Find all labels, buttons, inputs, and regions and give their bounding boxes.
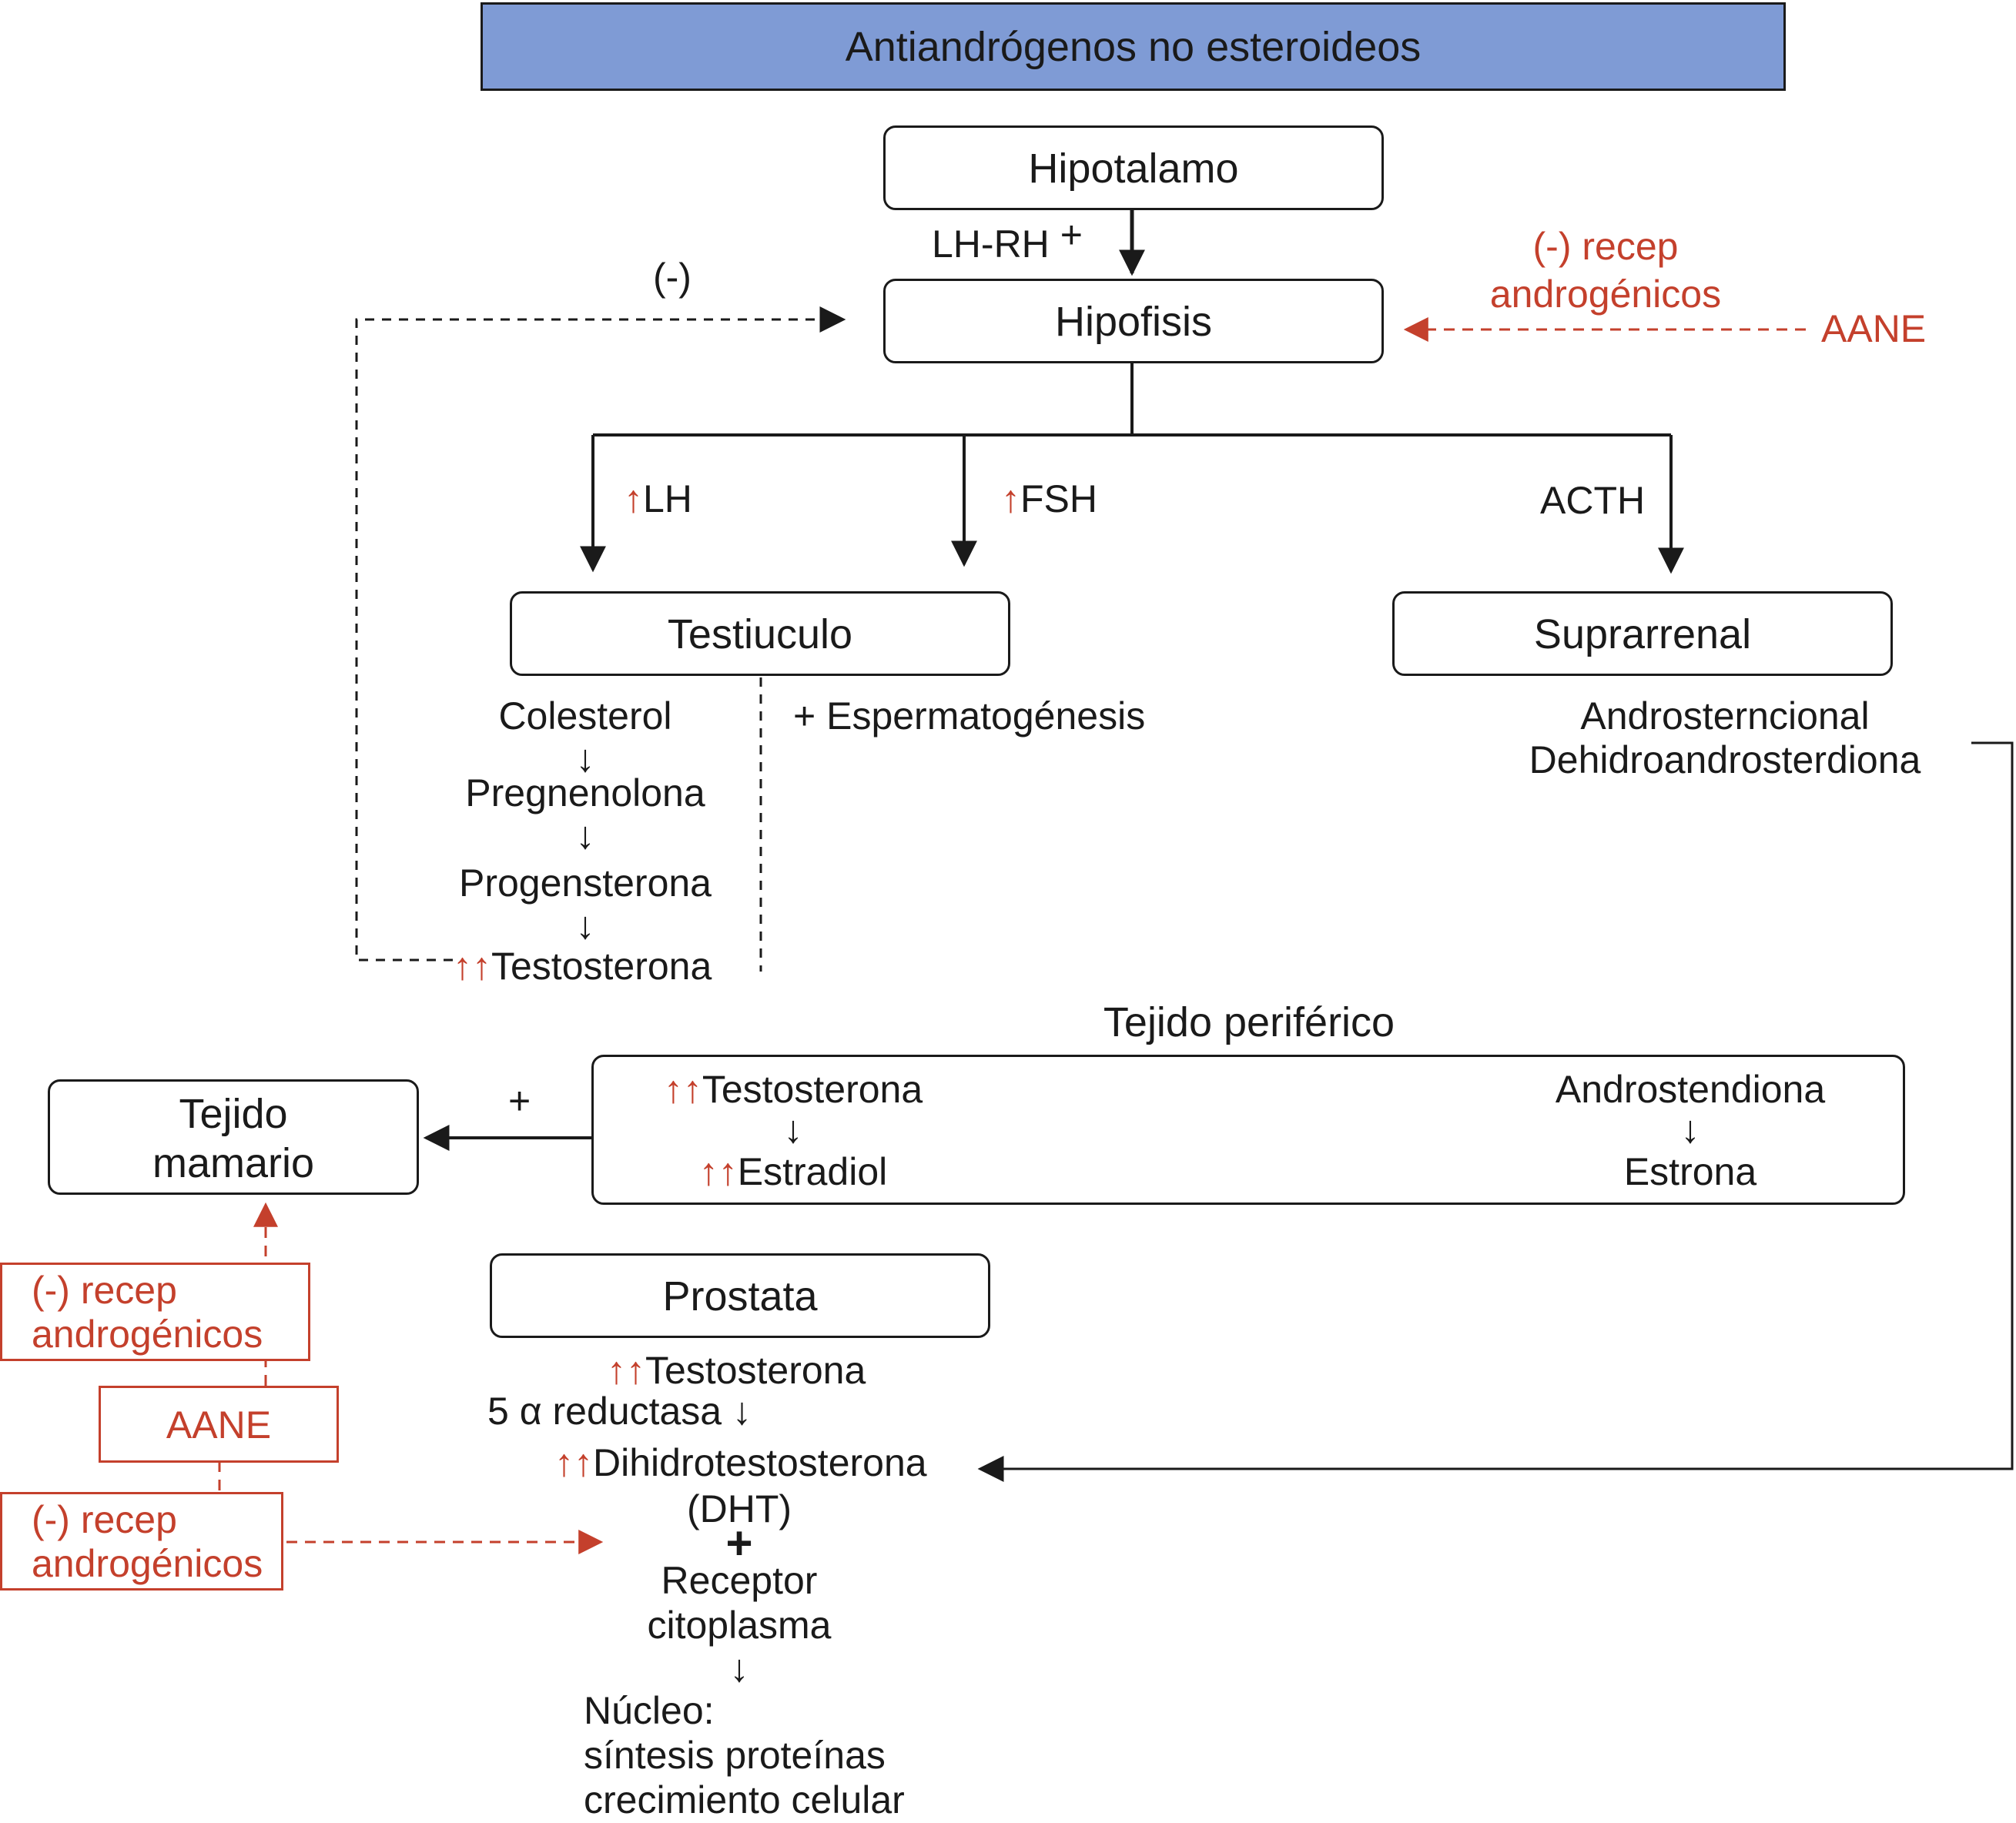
prostata-receptor-line2: citoplasma <box>647 1604 832 1647</box>
fsh-up-arrow: ↑ <box>1001 477 1020 520</box>
periferico-arrow-right: ↓ <box>1680 1108 1700 1151</box>
hipofisis-box: Hipofisis <box>883 279 1384 363</box>
tejido-mamario-line2: mamario <box>152 1140 315 1186</box>
hipotalamo-box: Hipotalamo <box>883 125 1384 210</box>
recep-box-1-line2: androgénicos <box>32 1313 263 1356</box>
suprarrenal-label: Suprarrenal <box>1533 611 1752 657</box>
double-up-arrow: ↑↑ <box>453 945 491 988</box>
double-up-arrow: ↑↑ <box>607 1349 645 1392</box>
lh-label: ↑LH <box>624 477 692 520</box>
double-up-arrow: ↑↑ <box>663 1068 702 1111</box>
chain-testosterona: ↑↑Testosterona <box>453 945 712 988</box>
periferico-right-bottom: Estrona <box>1623 1150 1757 1193</box>
suprarrenal-box: Suprarrenal <box>1392 591 1893 676</box>
recep-box-2-line1: (-) recep <box>32 1498 177 1541</box>
lhrh-label: LH-RH + <box>932 213 1083 266</box>
tejido-mamario-line1: Tejido <box>179 1091 288 1137</box>
hipofisis-label: Hipofisis <box>1054 299 1213 345</box>
periferico-left-top: ↑↑Testosterona <box>663 1068 923 1111</box>
prostata-arrow-2: ↓ <box>729 1647 749 1690</box>
recep-box-2: (-) recep androgénicos <box>0 1492 283 1591</box>
prostata-label: Prostata <box>662 1273 818 1320</box>
recep-box-2-line2: androgénicos <box>32 1542 263 1585</box>
lh-up-arrow: ↑ <box>624 477 643 520</box>
prostata-dht-abbr: (DHT) <box>686 1487 792 1530</box>
recep-top-line1: (-) recep <box>1532 225 1679 268</box>
prostata-receptor-line1: Receptor <box>661 1559 818 1602</box>
periferico-arrow-left: ↓ <box>783 1108 803 1151</box>
periferico-right-top: Androstendiona <box>1555 1068 1826 1111</box>
prostata-box: Prostata <box>490 1253 990 1338</box>
acth-label: ACTH <box>1540 479 1646 522</box>
nucleo-line2: síntesis proteínas <box>584 1734 886 1777</box>
chain-pregnenolona: Pregnenolona <box>465 771 705 814</box>
hipofisis-branches <box>580 363 1684 574</box>
prostata-arrow-1: ↓ <box>732 1390 752 1433</box>
testiculo-box: Testiuculo <box>510 591 1010 676</box>
tejido-periferico-title: Tejido periférico <box>1103 999 1395 1045</box>
aane-top-label: AANE <box>1821 307 1927 350</box>
double-up-arrow: ↑↑ <box>698 1150 738 1193</box>
suprarrenal-product-2: Dehidroandrosterdiona <box>1529 738 1921 781</box>
chain-arrow-3: ↓ <box>575 904 595 947</box>
title-bar: Antiandrógenos no esteroideos <box>481 2 1786 91</box>
tejido-periferico-box <box>591 1055 1905 1205</box>
testiculo-label: Testiuculo <box>667 611 853 657</box>
prostata-reductasa: 5 α reductasa ↓ <box>487 1390 752 1433</box>
chain-colesterol: Colesterol <box>498 694 672 738</box>
chain-arrow-2: ↓ <box>575 814 595 857</box>
prostata-dht: ↑↑Dihidrotestosterona <box>554 1441 927 1484</box>
aane-left-box: AANE <box>99 1386 339 1463</box>
tejido-mamario-box: Tejido mamario <box>48 1079 419 1195</box>
prostata-plus: + <box>725 1517 753 1569</box>
aane-left-label: AANE <box>166 1403 272 1447</box>
suprarrenal-to-dht <box>977 741 2014 1482</box>
nucleo-line1: Núcleo: <box>584 1689 715 1732</box>
negative-feedback-label: (-) <box>653 256 692 299</box>
espermatogenesis-label: + Espermatogénesis <box>793 694 1146 738</box>
diagram-title: Antiandrógenos no esteroideos <box>845 24 1422 70</box>
recep-box-1: (-) recep androgénicos <box>0 1263 310 1361</box>
periferico-left-bottom: ↑↑Estradiol <box>698 1150 888 1193</box>
mamario-plus-label: + <box>508 1079 531 1122</box>
recep-top-line2: androgénicos <box>1489 273 1722 316</box>
double-up-arrow: ↑↑ <box>554 1441 593 1484</box>
prostata-testosterona: ↑↑Testosterona <box>607 1349 866 1392</box>
suprarrenal-product-1: Androsterncional <box>1580 694 1870 738</box>
recep-box-1-line1: (-) recep <box>32 1269 177 1312</box>
chain-arrow-1: ↓ <box>575 737 595 780</box>
fsh-label: ↑FSH <box>1001 477 1097 520</box>
lhrh-plus: + <box>1060 213 1083 256</box>
chain-progensterona: Progensterona <box>458 861 712 905</box>
hipotalamo-label: Hipotalamo <box>1028 146 1239 192</box>
nucleo-line3: crecimiento celular <box>584 1778 905 1821</box>
